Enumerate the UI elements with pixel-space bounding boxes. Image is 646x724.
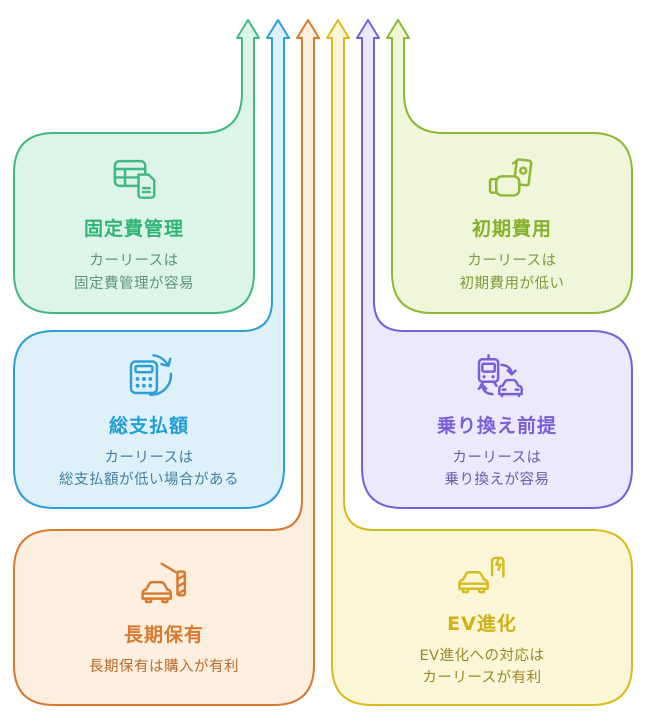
flow-shape-fixed-cost (13, 19, 260, 314)
flow-shape-initial-cost (386, 19, 633, 314)
flow-shape-ev-evolution (326, 19, 633, 706)
flow-shape-switching-premise (356, 19, 633, 509)
flow-shape-total-payment (13, 19, 290, 509)
flow-shape-long-term-ownership (13, 19, 320, 706)
